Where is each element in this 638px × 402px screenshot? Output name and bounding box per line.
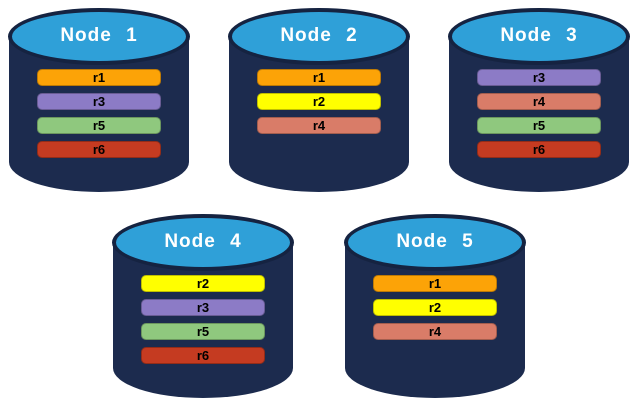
node-4-cylinder: Node 4 r2 r3 r5 r6 [112, 214, 294, 398]
cylinder-top-ellipse: Node 3 [448, 8, 630, 65]
replica-bar: r1 [37, 69, 161, 86]
node-5-cylinder: Node 5 r1 r2 r4 [344, 214, 526, 398]
replica-bar: r6 [37, 141, 161, 158]
replica-bar: r2 [373, 299, 497, 316]
replica-bar: r3 [477, 69, 601, 86]
node-3-cylinder: Node 3 r3 r4 r5 r6 [448, 8, 630, 192]
node-2-cylinder: Node 2 r1 r2 r4 [228, 8, 410, 192]
replica-bar: r5 [141, 323, 265, 340]
replica-bar: r4 [373, 323, 497, 340]
replica-list: r1 r2 r4 [373, 275, 497, 340]
cylinder-top-ellipse: Node 5 [344, 214, 526, 271]
node-label: Node 2 [280, 24, 358, 46]
cylinder-top-ellipse: Node 2 [228, 8, 410, 65]
node-label: Node 4 [164, 230, 242, 252]
node-1-cylinder: Node 1 r1 r3 r5 r6 [8, 8, 190, 192]
replica-list: r3 r4 r5 r6 [477, 69, 601, 158]
node-row-bottom: Node 4 r2 r3 r5 r6 Node 5 r1 r2 r4 [0, 214, 638, 398]
replica-bar: r5 [37, 117, 161, 134]
node-row-top: Node 1 r1 r3 r5 r6 Node 2 r1 r2 r4 N [0, 8, 638, 192]
replica-bar: r6 [477, 141, 601, 158]
replica-bar: r2 [141, 275, 265, 292]
node-label: Node 5 [396, 230, 474, 252]
node-label: Node 3 [500, 24, 578, 46]
replica-list: r1 r2 r4 [257, 69, 381, 134]
replica-bar: r4 [257, 117, 381, 134]
replica-bar: r1 [373, 275, 497, 292]
replica-bar: r3 [37, 93, 161, 110]
replica-bar: r5 [477, 117, 601, 134]
replica-list: r2 r3 r5 r6 [141, 275, 265, 364]
replica-list: r1 r3 r5 r6 [37, 69, 161, 158]
cylinder-top-ellipse: Node 1 [8, 8, 190, 65]
cylinder-top-ellipse: Node 4 [112, 214, 294, 271]
node-label: Node 1 [60, 24, 138, 46]
replica-bar: r6 [141, 347, 265, 364]
replica-bar: r3 [141, 299, 265, 316]
replica-bar: r1 [257, 69, 381, 86]
replica-bar: r2 [257, 93, 381, 110]
replica-bar: r4 [477, 93, 601, 110]
